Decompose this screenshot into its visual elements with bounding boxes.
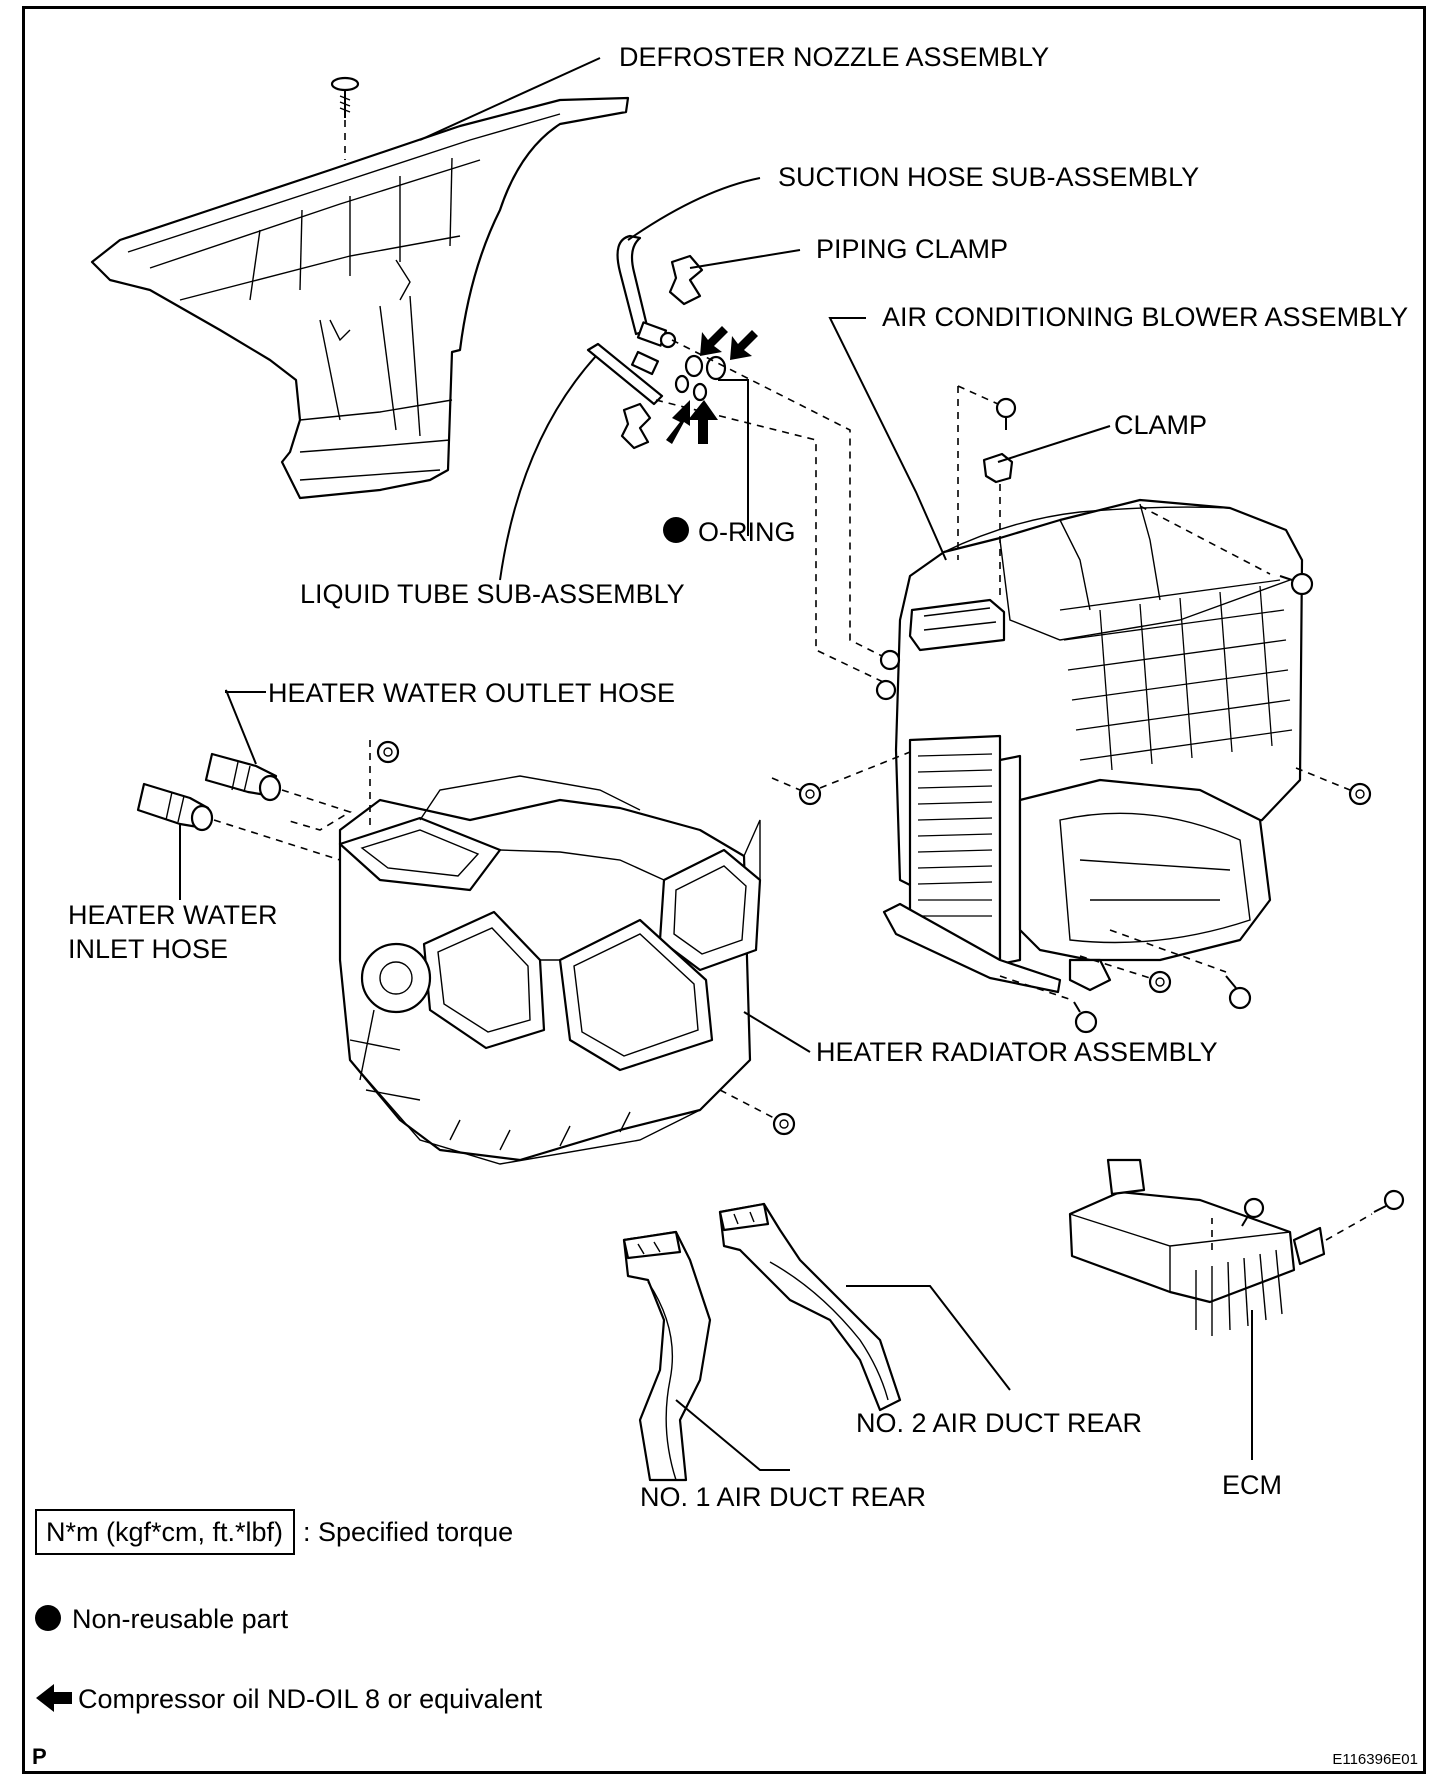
non-reusable-mark-o-ring <box>663 517 689 543</box>
leader-piping-clamp <box>689 249 801 269</box>
assembly-line-outlet-hose <box>281 789 352 831</box>
heater-water-outlet-hose <box>204 752 282 802</box>
blower-bolt-bottom-left <box>999 975 1098 1034</box>
leader-suction-hose <box>627 177 761 241</box>
leader-no1-duct <box>675 1399 790 1471</box>
heater-water-inlet-hose <box>136 782 214 832</box>
leader-ac-blower <box>828 317 947 561</box>
legend-compressor-oil-arrow-icon <box>36 1684 72 1712</box>
label-defroster-nozzle: DEFROSTER NOZZLE ASSEMBLY <box>619 42 1049 72</box>
o-rings <box>674 354 727 402</box>
ecm-bolt-1 <box>1211 1197 1265 1250</box>
label-suction-hose: SUCTION HOSE SUB-ASSEMBLY <box>778 162 1199 192</box>
blower-nut-bottom <box>1079 955 1172 994</box>
leader-o-ring <box>718 379 749 536</box>
liquid-tube-sub-assembly <box>586 342 664 406</box>
label-heater-outlet-hose: HEATER WATER OUTLET HOSE <box>268 678 675 708</box>
label-no2-air-duct: NO. 2 AIR DUCT REAR <box>856 1408 1142 1438</box>
page-mark: P <box>32 1744 47 1769</box>
label-clamp: CLAMP <box>1114 410 1207 440</box>
legend-compressor-oil-text: Compressor oil ND-OIL 8 or equivalent <box>78 1684 543 1714</box>
assembly-line-inlet-hose <box>213 819 341 861</box>
no1-air-duct-rear <box>622 1230 712 1482</box>
label-heater-inlet-hose-1: HEATER WATER <box>68 900 278 930</box>
no2-air-duct-rear <box>718 1202 902 1412</box>
legend-torque-box-text: N*m (kgf*cm, ft.*lbf) <box>46 1517 283 1547</box>
blower-nut-right <box>1295 767 1372 806</box>
label-heater-radiator: HEATER RADIATOR ASSEMBLY <box>816 1037 1218 1067</box>
label-no1-air-duct: NO. 1 AIR DUCT REAR <box>640 1482 926 1512</box>
label-ac-blower: AIR CONDITIONING BLOWER ASSEMBLY <box>882 302 1408 332</box>
legend-torque-box <box>35 1509 295 1555</box>
ecm <box>1068 1158 1326 1336</box>
piping-clamp-lower <box>620 402 652 450</box>
radiator-nut-bottom <box>719 1089 796 1136</box>
label-ecm: ECM <box>1222 1470 1282 1500</box>
assembly-line-suction <box>671 339 891 661</box>
compressor-oil-arrows <box>666 326 758 444</box>
leader-clamp <box>997 425 1111 463</box>
label-heater-inlet-hose-2: INLET HOSE <box>68 934 228 964</box>
piping-clamp-upper <box>668 254 704 306</box>
ecm-bolt-2 <box>1325 1189 1405 1241</box>
legend-non-reusable-icon <box>35 1605 61 1631</box>
leader-no2-duct <box>846 1285 1011 1391</box>
blower-nut-left <box>771 751 911 806</box>
defroster-nozzle-assembly <box>90 76 630 500</box>
leader-outlet-hose <box>225 689 266 765</box>
suction-hose-sub-assembly <box>616 234 677 349</box>
leader-liquid-tube <box>499 355 597 581</box>
leader-defroster <box>419 57 601 141</box>
legend-non-reusable-text: Non-reusable part <box>72 1604 289 1634</box>
heater-radiator-assembly <box>338 775 762 1165</box>
assembly-line-liquid <box>655 399 901 691</box>
figure-id: E116396E01 <box>1332 1751 1418 1768</box>
leader-heater-radiator <box>743 1011 811 1053</box>
blower-bolt-right-upper <box>1139 505 1314 596</box>
label-liquid-tube: LIQUID TUBE SUB-ASSEMBLY <box>300 579 685 609</box>
legend: N*m (kgf*cm, ft.*lbf) : Specified torque… <box>35 1509 543 1714</box>
label-piping-clamp: PIPING CLAMP <box>816 234 1008 264</box>
diagram-frame <box>22 6 1426 1774</box>
blower-bolt-bottom-right <box>1109 929 1252 1010</box>
legend-torque-text: : Specified torque <box>303 1517 513 1547</box>
air-conditioning-blower-assembly <box>875 452 1304 994</box>
label-o-ring: O-RING <box>698 517 796 547</box>
blower-bolt-top <box>957 385 1017 560</box>
radiator-nut-top <box>369 740 400 830</box>
